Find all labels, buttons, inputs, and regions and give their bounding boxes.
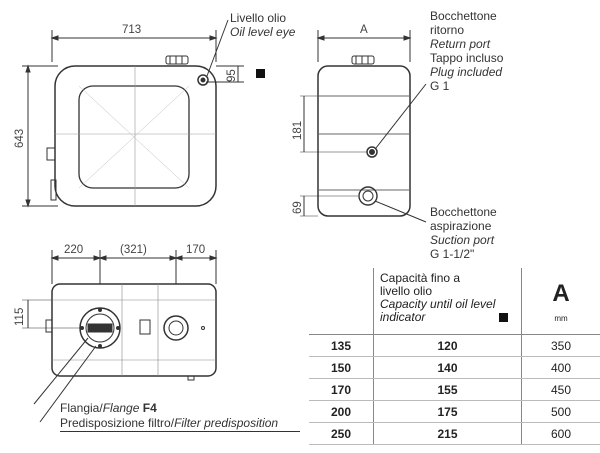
top-view (22, 250, 218, 423)
front-height-dim: 643 (14, 128, 26, 148)
a-header: A mm (521, 268, 600, 335)
side-width-dim: A (360, 24, 368, 36)
plug-included-label-en: Plug included (430, 65, 503, 79)
oil-level-label-en: Oil level eye (230, 25, 296, 39)
top-dim-side: 115 (14, 307, 26, 326)
oil-eye-marker-icon (256, 69, 265, 78)
capacity-header: Capacità fino a livello olio Capacity un… (373, 268, 522, 335)
top-dim-right: 170 (186, 244, 206, 256)
flange-label-en: Flange (102, 401, 140, 415)
filter-label-it: Predisposizione filtro/ (60, 416, 175, 430)
top-dim-center: (321) (120, 244, 147, 256)
suction-port-label-en: Suction port (430, 233, 495, 247)
return-port-label-2: ritorno (430, 23, 465, 37)
return-port-label: Bocchettone (430, 9, 497, 23)
eye-offset-dim: 95 (226, 69, 238, 82)
indicator-marker-icon (498, 313, 508, 323)
front-view (22, 19, 244, 208)
flange-code: F4 (142, 401, 157, 415)
return-port-label-en: Return port (430, 37, 491, 51)
flange-label-it: Flangia/ (60, 401, 103, 415)
side-view (300, 30, 427, 223)
filter-label: Predisposizione filtro/Filter predisposi… (60, 417, 278, 430)
return-offset-dim: 181 (292, 120, 304, 140)
front-width-dim: 713 (122, 24, 142, 36)
oil-level-label: Livello olio (230, 11, 287, 25)
suction-offset-dim: 69 (292, 201, 304, 214)
filter-label-en: Filter predisposition (174, 416, 279, 430)
top-dim-left: 220 (64, 244, 84, 256)
suction-port-size: G 1-1/2" (430, 247, 475, 261)
suction-port-label-2: aspirazione (430, 219, 492, 233)
flange-label: Flangia/Flange F4 (60, 402, 157, 415)
spec-table-header: Capacità fino a livello olio Capacity un… (309, 268, 600, 335)
return-port-size: G 1 (430, 79, 450, 93)
spec-table: Capacità fino a livello olio Capacity un… (309, 268, 600, 445)
label-underline (60, 431, 300, 432)
suction-port-label: Bocchettone (430, 205, 497, 219)
plug-included-label: Tappo incluso (430, 51, 504, 65)
